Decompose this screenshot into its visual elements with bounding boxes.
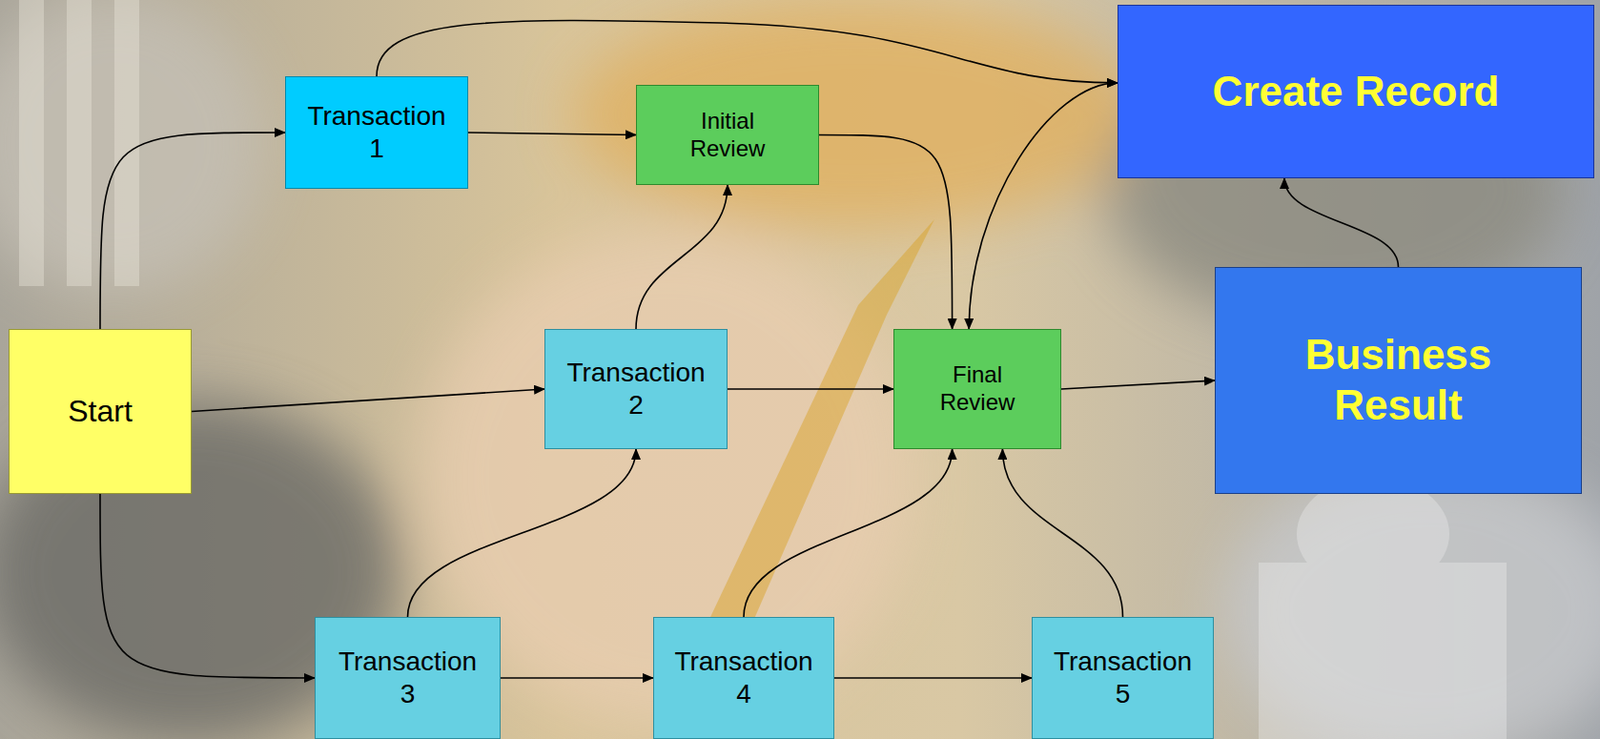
flow-arrow (727, 388, 894, 390)
review-box: Initial Review (635, 84, 820, 185)
node-label: Business Result (1274, 329, 1523, 431)
flow-arrow (635, 184, 728, 329)
transaction-box: Transaction 5 (1031, 616, 1214, 739)
flow-arrow (100, 493, 315, 678)
flow-arrow (834, 676, 1032, 679)
start-box: Start (8, 328, 192, 494)
record-box: Create Record (1117, 4, 1595, 179)
flow-arrow (1002, 449, 1123, 617)
flow-arrow (500, 676, 654, 679)
flow-arrow (468, 132, 636, 136)
flow-arrow (1284, 178, 1399, 267)
node-label: Final Review (915, 361, 1040, 417)
flow-arrow (376, 20, 1118, 83)
flow-arrow (408, 449, 637, 617)
transaction-box: Transaction 1 (285, 76, 469, 189)
node-label: Transaction 2 (559, 356, 713, 421)
node-label: Initial Review (665, 107, 790, 164)
node-label: Transaction 4 (667, 645, 821, 710)
transaction-box: Transaction 3 (314, 616, 501, 739)
node-label: Transaction 1 (300, 100, 453, 165)
transaction-box: Transaction 2 (544, 328, 728, 450)
node-label: Transaction 3 (331, 645, 485, 710)
node-label: Transaction 5 (1046, 645, 1200, 710)
flow-arrow (743, 449, 953, 617)
flow-arrow (1061, 380, 1215, 390)
flow-arrow (968, 82, 1118, 329)
flow-arrow (191, 389, 545, 412)
transaction-box: Transaction 4 (653, 616, 835, 739)
flow-arrow (819, 135, 953, 330)
review-box: Final Review (893, 328, 1062, 450)
node-label: Start (67, 392, 133, 430)
result-box: Business Result (1214, 266, 1582, 494)
node-label: Create Record (1212, 66, 1500, 118)
flow-arrow (100, 132, 286, 329)
